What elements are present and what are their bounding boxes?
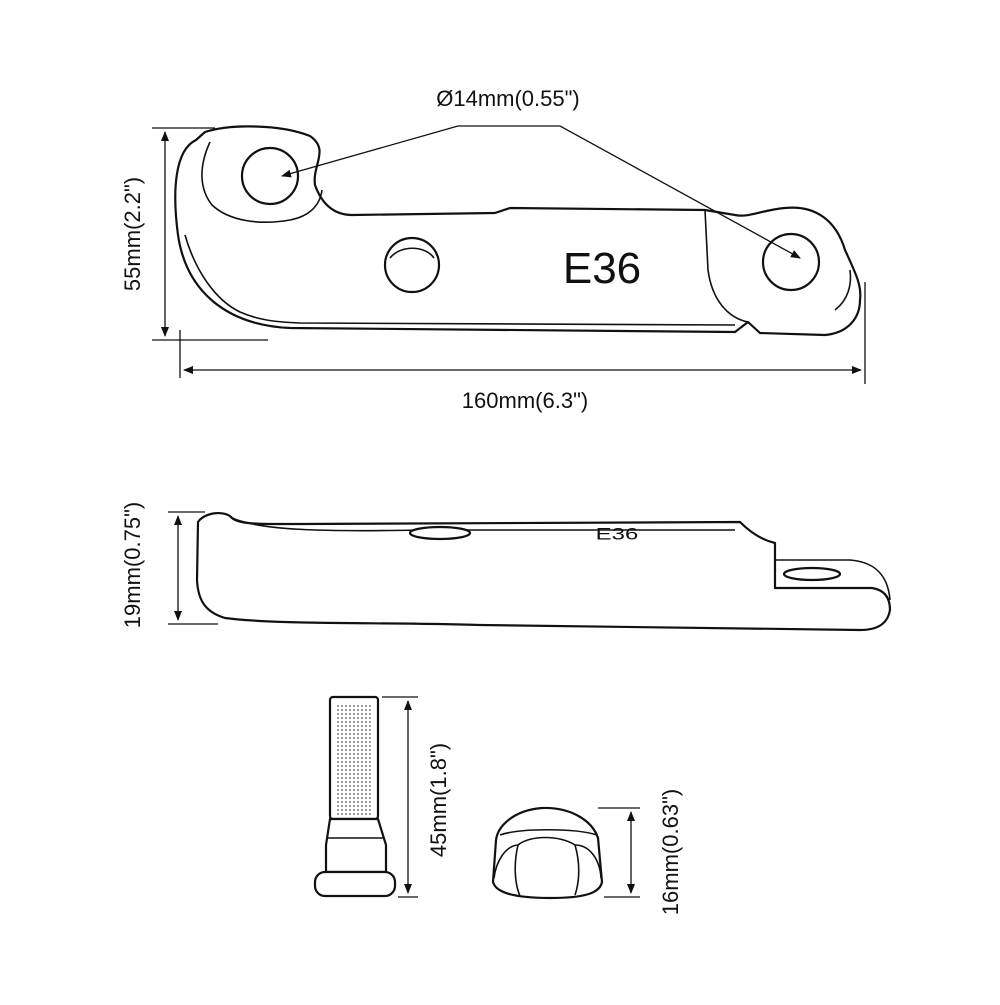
side-hole-tab (782, 566, 842, 582)
part-marking: E36 (563, 244, 641, 293)
bolt-drawing: 45mm(1.8") (313, 695, 451, 898)
nut-height-label: 16mm(0.63") (658, 789, 683, 915)
height-label: 55mm(2.2") (120, 177, 145, 291)
bolt-length-label: 45mm(1.8") (426, 743, 451, 857)
lever-bottom-edge (184, 234, 736, 326)
center-recess-hole (383, 236, 441, 294)
length-label: 160mm(6.3") (462, 388, 588, 413)
lever-step-line (704, 209, 749, 323)
lever-side-tab-top (775, 559, 891, 601)
nut-face-left (493, 844, 519, 879)
side-hole-top (408, 525, 472, 541)
lever-top-outline (174, 125, 862, 337)
diameter-leader-left (281, 125, 459, 178)
bolt-collar (324, 817, 388, 874)
bolt-head (313, 870, 397, 898)
pivot-hole-right (761, 232, 821, 292)
nut-body (491, 806, 604, 900)
thickness-label: 19mm(0.75") (120, 502, 145, 628)
diameter-leader-right (559, 125, 801, 259)
bolt-knurl (336, 703, 372, 816)
center-recess-inner (389, 247, 435, 259)
hole-diameter-label: Ø14mm(0.55") (436, 86, 580, 111)
nut-drawing: 16mm(0.63") (491, 789, 683, 915)
lever-inner-edge (201, 141, 323, 223)
lever-side-view: E36 19mm(0.75") (120, 502, 892, 632)
lever-top-view: E36 Ø14mm(0.55") 55mm(2.2") 160mm(6.3") (120, 86, 866, 413)
lever-right-inner (834, 269, 852, 311)
nut-face-right (574, 844, 602, 879)
lever-side-top-edge (231, 517, 735, 532)
side-marking: E36 (596, 525, 639, 544)
pivot-hole-left (240, 146, 300, 206)
nut-crown-line (499, 828, 598, 836)
